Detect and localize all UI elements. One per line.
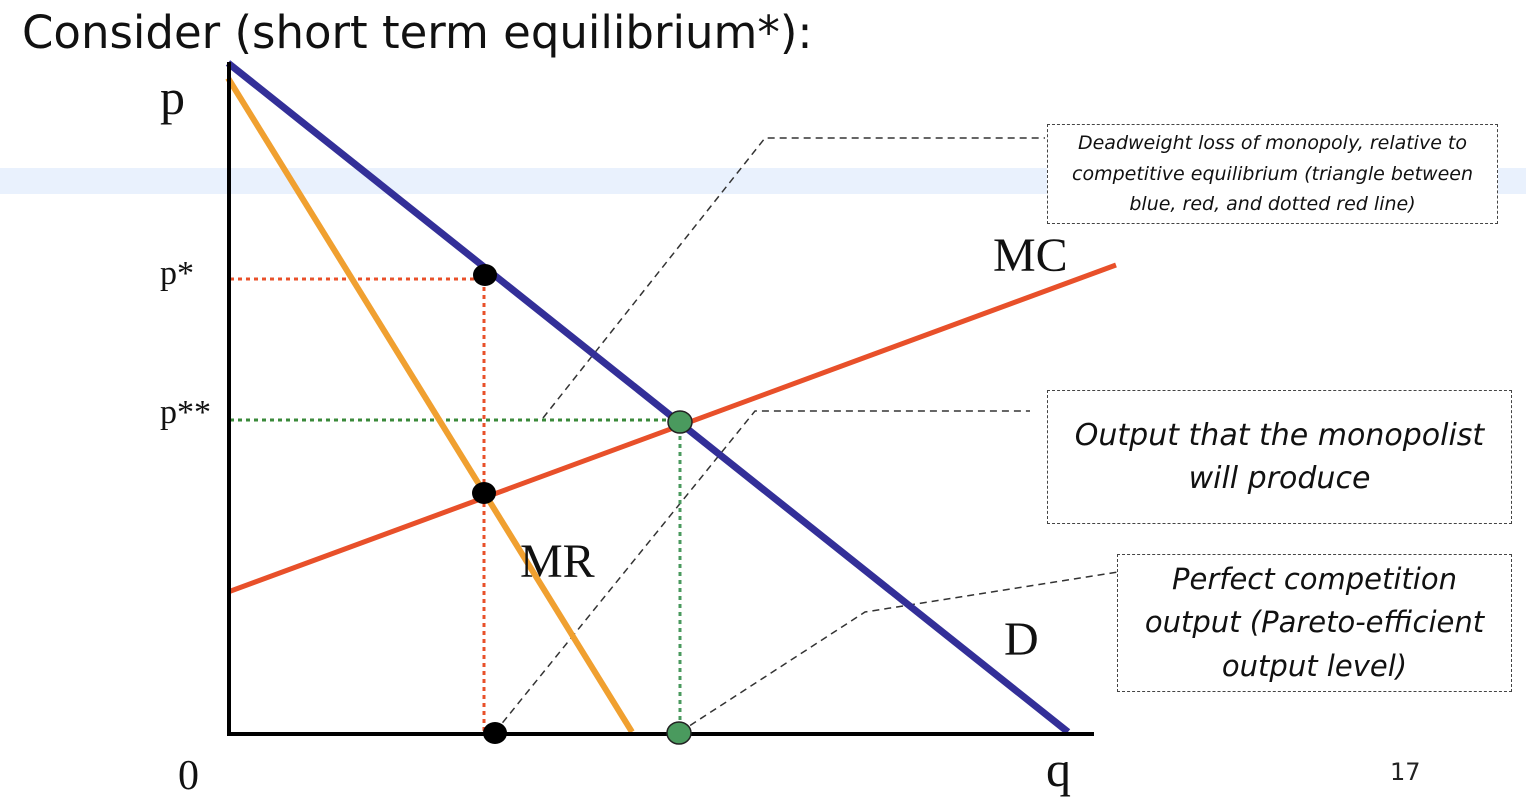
page-number: 17 (1390, 758, 1421, 786)
origin-label: 0 (178, 753, 199, 799)
deadweight-loss-callout: Deadweight loss of monopoly, relative to… (1047, 124, 1498, 224)
demand-curve (225, 60, 1071, 735)
leader-line-competitive-output (679, 571, 1119, 733)
leader-line-deadweight (542, 137, 1045, 419)
demand-label: D (1004, 613, 1039, 666)
p-double-star-label: p** (160, 394, 211, 431)
leader-line-monopolist-output (494, 410, 1030, 733)
marginal-cost-label: MC (993, 229, 1068, 282)
competitive-equilibrium-point (667, 410, 693, 434)
marginal-revenue-curve (225, 76, 635, 734)
mr-mc-intersection-point (472, 482, 496, 504)
marginal-revenue-label: MR (520, 535, 595, 588)
p-star-label: p* (160, 255, 194, 292)
competitive-quantity-point (666, 721, 692, 745)
monopoly-price-point (473, 264, 497, 286)
competitive-output-text: Perfect competition output (Pareto-effic… (1144, 561, 1485, 683)
monopolist-output-text: Output that the monopolist will produce (1074, 417, 1485, 497)
monopolist-output-callout: Output that the monopolist will produce (1047, 390, 1512, 524)
slide-title: Consider (short term equilibrium*): (22, 6, 813, 59)
x-axis-label: q (1046, 741, 1071, 797)
deadweight-loss-text: Deadweight loss of monopoly, relative to… (1072, 132, 1473, 216)
y-axis-label: p (160, 69, 185, 125)
monopoly-quantity-point (483, 722, 507, 744)
competitive-output-callout: Perfect competition output (Pareto-effic… (1117, 554, 1512, 692)
